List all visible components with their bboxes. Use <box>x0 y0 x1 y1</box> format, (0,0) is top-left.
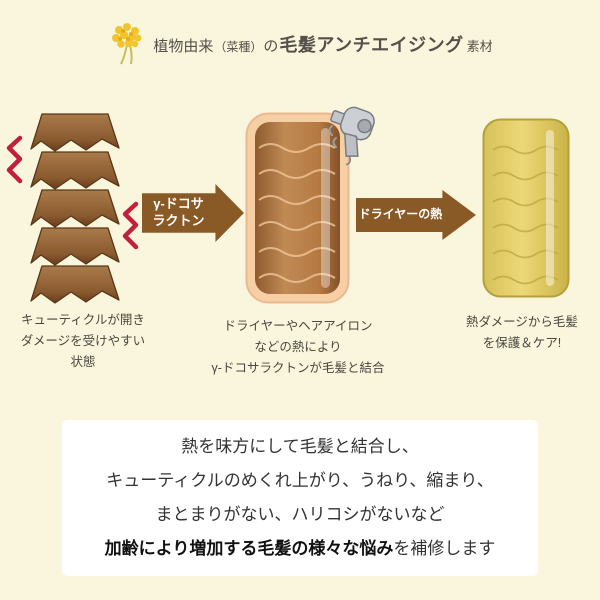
heat-waves-icon <box>328 125 333 136</box>
caption-line: ドライヤーやヘアアイロン <box>223 319 373 333</box>
arrow-label-line: γ-ドコサ <box>153 196 204 212</box>
header: 植物由来 （菜種） の 毛髪アンチエイジング 素材 <box>0 22 600 66</box>
bonding-hair-caption: ドライヤーやヘアアイロン などの熱により γ-ドコサラクトンが毛髪と結合 <box>198 316 398 379</box>
damage-zigzag-icon <box>6 134 24 186</box>
caption-line: 熱ダメージから毛髪 <box>466 315 578 329</box>
title-segment: 素材 <box>466 39 493 54</box>
arrow-label-line: ラクトン <box>152 213 205 228</box>
summary-final-line: 加齢により増加する毛髪の様々な悩みを補修します <box>105 532 496 566</box>
title-segment: 植物由来 <box>153 38 214 55</box>
arrow-label: ドライヤーの熱 <box>358 207 443 222</box>
page-title: 植物由来 （菜種） の 毛髪アンチエイジング 素材 <box>153 31 492 57</box>
bonding-hair-illustration <box>245 112 350 304</box>
caption-line: ダメージを受けやすい <box>20 334 146 348</box>
summary-highlight: 加齢により増加する毛髪の様々な悩み <box>104 539 394 558</box>
title-segment: （菜種） <box>214 40 263 54</box>
summary-final-tail: を補修します <box>393 539 496 558</box>
caption-line: キューティクルが開き <box>21 313 145 327</box>
title-segment: の <box>263 38 279 55</box>
summary-box: 熱を味方にして毛髪と結合し、 キューティクルのめくれ上がり、うねり、縮まり、 ま… <box>62 420 538 576</box>
damaged-hair-caption: キューティクルが開き ダメージを受けやすい 状態 <box>8 310 158 373</box>
caption-line: を保護＆ケア! <box>482 336 562 350</box>
protected-hair-illustration <box>482 118 570 298</box>
protected-hair-caption: 熱ダメージから毛髪 を保護＆ケア! <box>448 312 596 354</box>
caption-line: 状態 <box>70 355 96 369</box>
summary-line: 熱を味方にして毛髪と結合し、 <box>181 437 419 456</box>
dryer-heat-arrow: ドライヤーの熱 <box>356 190 476 240</box>
rapeseed-flower-icon <box>107 22 147 66</box>
title-segment: 毛髪アンチエイジング <box>279 35 464 55</box>
damaged-hair-illustration <box>28 112 123 304</box>
hair-dryer-icon <box>326 96 398 168</box>
summary-line: キューティクルのめくれ上がり、うねり、縮まり、 <box>106 471 494 490</box>
gamma-docosalactone-arrow: γ-ドコサ ラクトン <box>142 184 244 242</box>
caption-line: などの熱により <box>254 340 342 354</box>
damage-zigzag-icon <box>122 200 140 252</box>
caption-line: γ-ドコサラクトンが毛髪と結合 <box>211 361 385 375</box>
summary-line: まとまりがない、ハリコシがないなど <box>155 505 445 524</box>
